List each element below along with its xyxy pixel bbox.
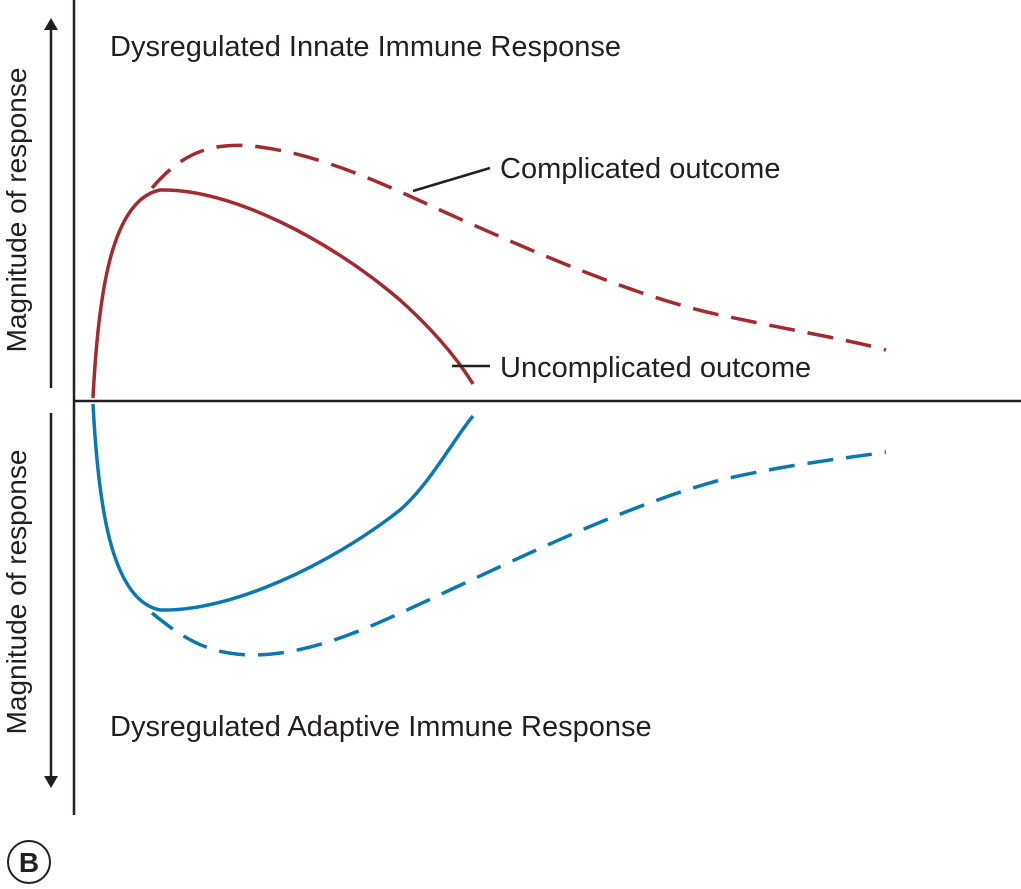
panel-label-circle bbox=[7, 840, 51, 884]
top-panel-title: Dysregulated Innate Immune Response bbox=[110, 31, 621, 63]
innate-complicated-curve bbox=[150, 143, 887, 352]
panel-label: B bbox=[19, 847, 39, 878]
bottom-y-axis-label: Magnitude of response bbox=[1, 450, 32, 735]
adaptive-complicated-curve bbox=[150, 450, 887, 657]
top-y-axis-label: Magnitude of response bbox=[1, 68, 32, 353]
innate-uncomplicated-curve bbox=[91, 188, 475, 399]
complicated-outcome-label: Complicated outcome bbox=[500, 153, 780, 185]
uncomplicated-outcome-label: Uncomplicated outcome bbox=[500, 352, 811, 384]
adaptive-uncomplicated-curve bbox=[91, 403, 475, 612]
complicated-leader-line bbox=[412, 166, 491, 193]
bottom-panel-title: Dysregulated Adaptive Immune Response bbox=[110, 711, 652, 743]
